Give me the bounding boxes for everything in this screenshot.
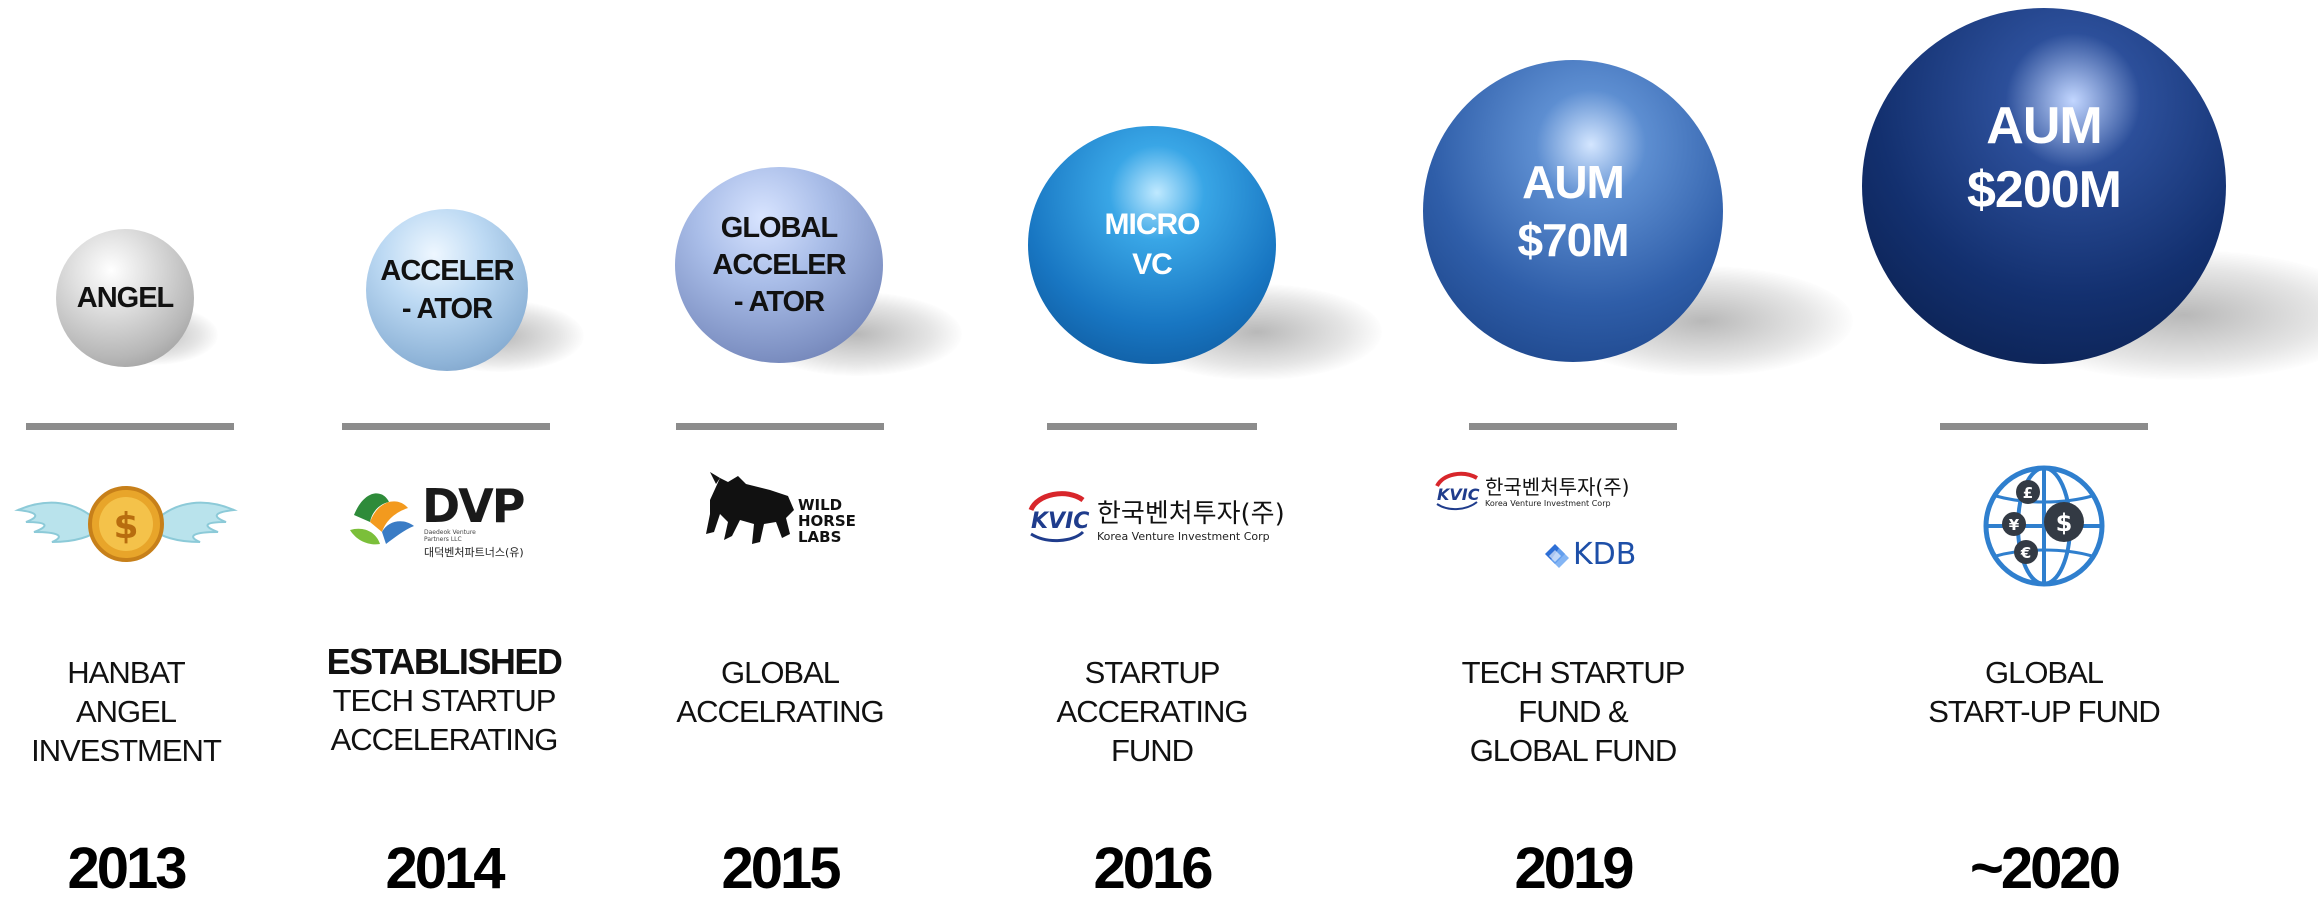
stage-year: 2019 [1514,836,1634,901]
stage-sphere: AUM $200M [1862,8,2226,364]
stage-2015: GLOBAL ACCELER - ATOR WILD HORSE LABS GL… [630,0,962,901]
kvic-mark: KVIC [1437,485,1480,504]
currency-symbol: ¥ [2009,516,2020,534]
currency-symbol: $ [2056,509,2073,537]
description-line: FUND & [1518,694,1628,729]
kvic-english-name: Korea Venture Investment Corp [1485,499,1611,508]
sphere-label: ANGEL [76,281,174,314]
stage-2020: AUM $200M £ ¥ $ € [1844,0,2318,901]
stage-2019: AUM $70M KVIC 한국벤처투자(주) Korea Venture In… [1423,0,1853,901]
kdb-wordmark: KDB [1573,537,1636,572]
currency-symbol: £ [2023,484,2033,502]
kvic-mark: KVIC [1031,509,1089,534]
description-line: ACCELERATING [330,722,559,757]
stage-description: TECH STARTUP FUND & GLOBAL FUND [1423,653,1723,770]
description-line: TECH STARTUP [332,683,557,718]
kvic-logo: KVIC 한국벤처투자(주) Korea Venture Investment … [1002,460,1302,610]
description-line: HANBAT [67,655,185,690]
description-line: FUND [1110,733,1194,768]
sphere-label: AUM $70M [1517,156,1629,266]
svg-text:Daedeok Venture: Daedeok Venture [424,529,476,536]
stage-year: 2013 [67,836,187,901]
stage-sphere: MICRO VC [1028,126,1276,364]
winged-coin-logo: $ [0,460,276,610]
stage-year: ~2020 [1970,836,2121,901]
divider-line [1469,423,1677,430]
wild-horse-labs-logo: WILD HORSE LABS [630,460,930,610]
description-line: TECH STARTUP [1461,655,1686,690]
kvic-kdb-logo: KVIC 한국벤처투자(주) Korea Venture Investment … [1423,460,1723,610]
stage-description: HANBAT ANGEL INVESTMENT [0,653,276,770]
dvp-korean-name: 대덕벤처파트너스(유) [424,546,524,559]
description-line: ACCELRATING [676,694,884,729]
stage-year: 2014 [385,836,505,901]
stage-description: STARTUP ACCERATING FUND [1002,653,1302,770]
sphere-label: ACCELER - ATOR [380,255,514,325]
divider-line [342,423,550,430]
dvp-wordmark: DVP [422,479,524,533]
divider-line [26,423,234,430]
kvic-english-name: Korea Venture Investment Corp [1097,530,1270,543]
stage-description: GLOBAL ACCELRATING [630,653,930,731]
stage-sphere: ANGEL [56,229,194,367]
logo-word: HORSE [798,512,856,530]
svg-text:$: $ [113,506,138,547]
logo-word: WILD [798,496,842,514]
global-currency-logo: £ ¥ $ € [1844,460,2244,610]
stage-description: ESTABLISHED TECH STARTUP ACCELERATING [294,642,594,759]
dvp-logo: DVP Daedeok Venture Partners LLC 대덕벤처파트너… [294,460,594,610]
stage-sphere: ACCELER - ATOR [366,209,528,371]
stage-year: 2016 [1093,836,1213,901]
sphere-label: MICRO VC [1104,208,1201,281]
svg-text:Partners LLC: Partners LLC [424,536,462,543]
description-line: START-UP FUND [1928,694,2161,729]
divider-line [676,423,884,430]
logo-word: LABS [798,528,841,546]
description-line: GLOBAL [720,655,840,690]
sphere-label: GLOBAL ACCELER - ATOR [712,211,846,318]
stage-sphere: AUM $70M [1423,60,1723,362]
stage-sphere: GLOBAL ACCELER - ATOR [675,167,883,363]
stage-2013: ANGEL $ HANBAT ANGEL INVESTMENT 2013 [0,0,276,901]
kvic-korean-name: 한국벤처투자(주) [1485,475,1629,499]
description-line: STARTUP [1084,655,1221,690]
divider-line [1940,423,2148,430]
description-line: GLOBAL [1984,655,2104,690]
description-line: INVESTMENT [31,733,222,768]
stage-year: 2015 [721,836,841,901]
divider-line [1047,423,1257,430]
stage-2014: ACCELER - ATOR DVP Daedeok Venture Partn… [294,0,594,901]
description-line: GLOBAL FUND [1469,733,1678,768]
description-bold: ESTABLISHED [326,641,563,682]
stage-2016: MICRO VC KVIC 한국벤처투자(주) Korea Venture In… [1002,0,1382,901]
kvic-korean-name: 한국벤처투자(주) [1097,499,1285,529]
sphere-label: AUM $200M [1967,97,2122,219]
stage-description: GLOBAL START-UP FUND [1844,653,2244,731]
description-line: ACCERATING [1056,694,1249,729]
currency-symbol: € [2020,544,2031,562]
description-line: ANGEL [75,694,177,729]
